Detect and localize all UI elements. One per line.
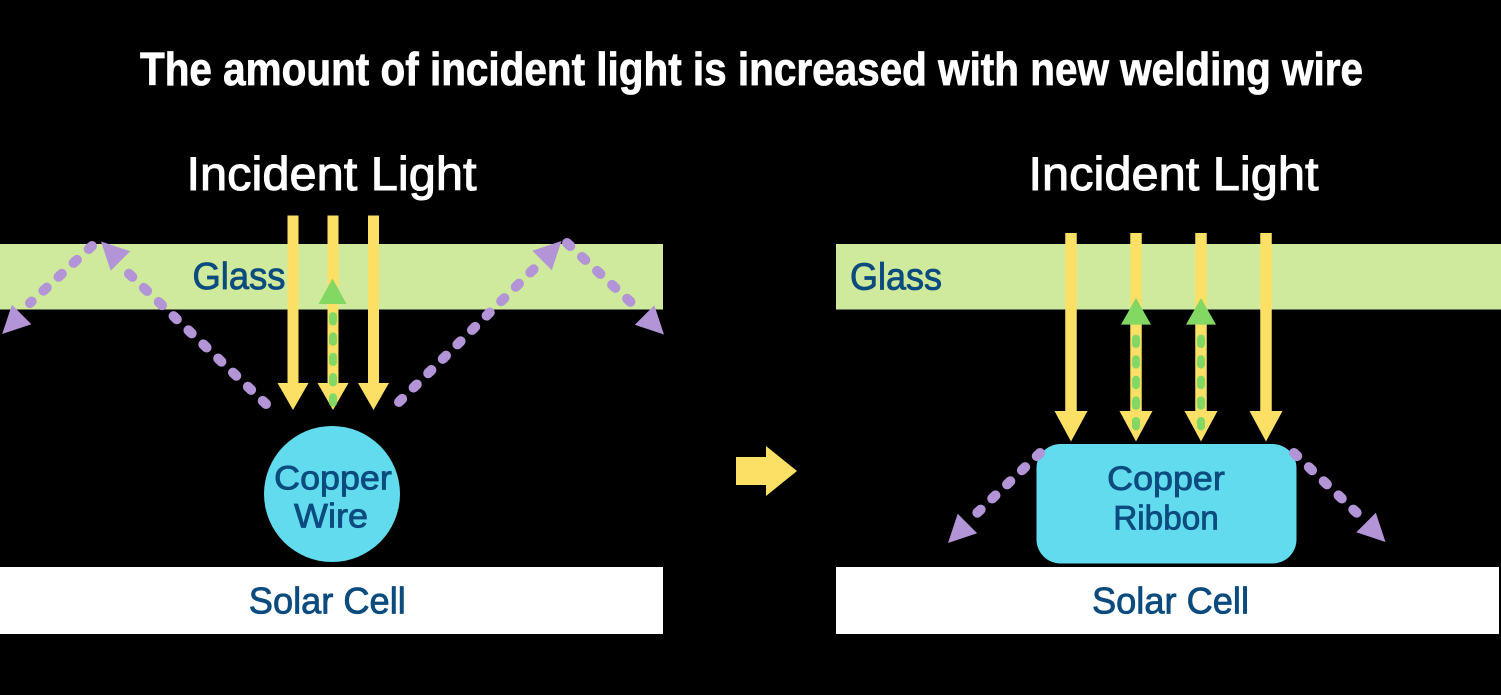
svg-text:Solar Cell: Solar Cell: [249, 581, 406, 622]
svg-text:Wire: Wire: [294, 498, 368, 536]
svg-text:Solar Cell: Solar Cell: [1092, 581, 1249, 622]
svg-text:Copper: Copper: [274, 460, 392, 498]
svg-text:Glass: Glass: [850, 256, 942, 298]
svg-text:The amount of incident light i: The amount of incident light is increase…: [140, 43, 1363, 95]
svg-text:Glass: Glass: [193, 256, 286, 298]
svg-text:Incident Light: Incident Light: [187, 147, 477, 200]
svg-text:Copper: Copper: [1107, 460, 1225, 498]
svg-text:Ribbon: Ribbon: [1113, 500, 1219, 538]
svg-text:Incident Light: Incident Light: [1029, 147, 1319, 200]
